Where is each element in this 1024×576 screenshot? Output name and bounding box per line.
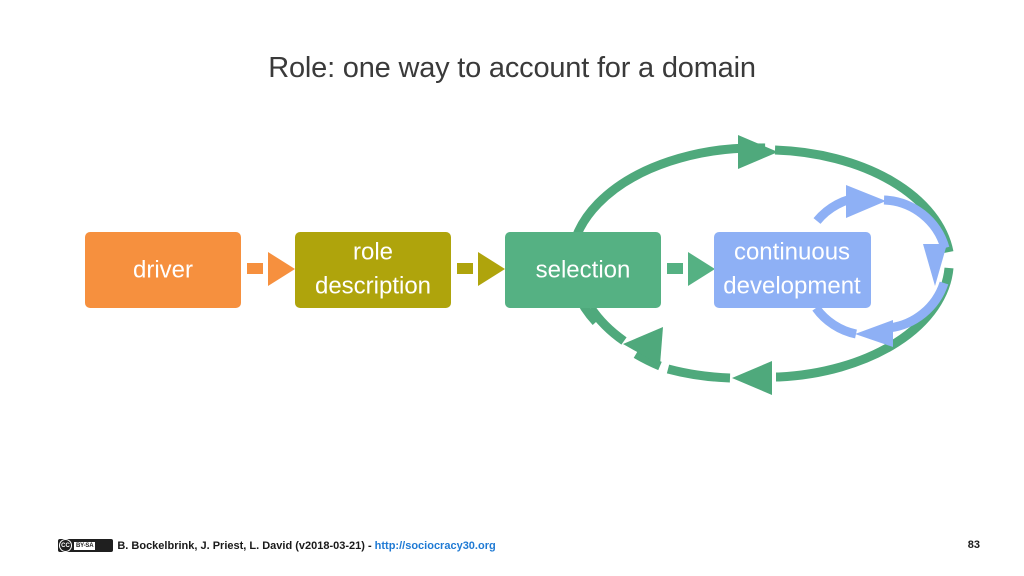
connector-dash bbox=[667, 263, 683, 274]
connector-dash bbox=[247, 263, 263, 274]
node-role-description-label-line2: description bbox=[315, 272, 431, 299]
node-role-description-box[interactable] bbox=[295, 232, 451, 308]
node-continuous-development[interactable]: continuous development bbox=[714, 232, 871, 308]
cc-license-label: BY-SA bbox=[74, 541, 96, 550]
footer: CC BY-SA B. Bockelbrink, J. Priest, L. D… bbox=[0, 530, 1024, 576]
outer-loop-arc-bottom-left-seg bbox=[633, 350, 662, 371]
node-selection-label: selection bbox=[536, 256, 631, 283]
node-continuous-development-label-line2: development bbox=[723, 272, 861, 299]
connector-arrowhead bbox=[688, 252, 715, 286]
connector-selection-to-continuous-development bbox=[667, 252, 715, 286]
connector-role-description-to-selection bbox=[457, 252, 505, 286]
role-process-diagram: driver role description selection contin… bbox=[85, 135, 954, 395]
creative-commons-badge-icon: CC BY-SA bbox=[58, 539, 114, 552]
node-driver-label: driver bbox=[133, 256, 193, 283]
connector-dash bbox=[457, 263, 473, 274]
inner-loop-arrowhead-top bbox=[846, 185, 886, 218]
outer-loop-arrowhead-bottom-left bbox=[623, 327, 663, 365]
inner-loop-arrowhead-bottom bbox=[855, 320, 893, 347]
node-continuous-development-label-line1: continuous bbox=[734, 238, 850, 265]
inner-loop-arrowhead-right bbox=[923, 244, 947, 286]
connector-driver-to-role-description bbox=[247, 252, 295, 286]
node-selection-box[interactable] bbox=[505, 232, 661, 308]
node-driver-box[interactable] bbox=[85, 232, 241, 308]
cc-mark-icon: CC bbox=[59, 539, 72, 552]
node-role-description-label-line1: role bbox=[353, 238, 393, 265]
cc-badge-tail bbox=[95, 540, 112, 551]
node-role-description[interactable]: role description bbox=[295, 232, 451, 308]
page-number: 83 bbox=[967, 539, 980, 551]
node-selection[interactable]: selection bbox=[505, 232, 661, 308]
node-continuous-development-box[interactable] bbox=[714, 232, 871, 308]
outer-loop-arrowhead-bottom-right bbox=[732, 361, 772, 395]
page-title: Role: one way to account for a domain bbox=[268, 52, 756, 84]
inner-feedback-loop bbox=[812, 185, 950, 347]
node-driver[interactable]: driver bbox=[85, 232, 241, 308]
outer-loop-arc-bottom-middle bbox=[666, 364, 731, 383]
footer-website-link[interactable]: http://sociocracy30.org bbox=[374, 539, 496, 552]
inner-loop-arc-bottom-right bbox=[888, 281, 949, 333]
inner-loop-arc-top-right bbox=[883, 195, 950, 250]
outer-loop-arrowhead-top bbox=[738, 135, 778, 169]
footer-credit: CC BY-SA B. Bockelbrink, J. Priest, L. D… bbox=[58, 539, 496, 552]
connector-arrowhead bbox=[268, 252, 295, 286]
inner-loop-arc-bottom-left bbox=[812, 305, 858, 339]
connector-arrowhead bbox=[478, 252, 505, 286]
footer-credit-label: B. Bockelbrink, J. Priest, L. David (v20… bbox=[117, 539, 372, 552]
outer-loop-arc-lower-left bbox=[587, 305, 627, 345]
